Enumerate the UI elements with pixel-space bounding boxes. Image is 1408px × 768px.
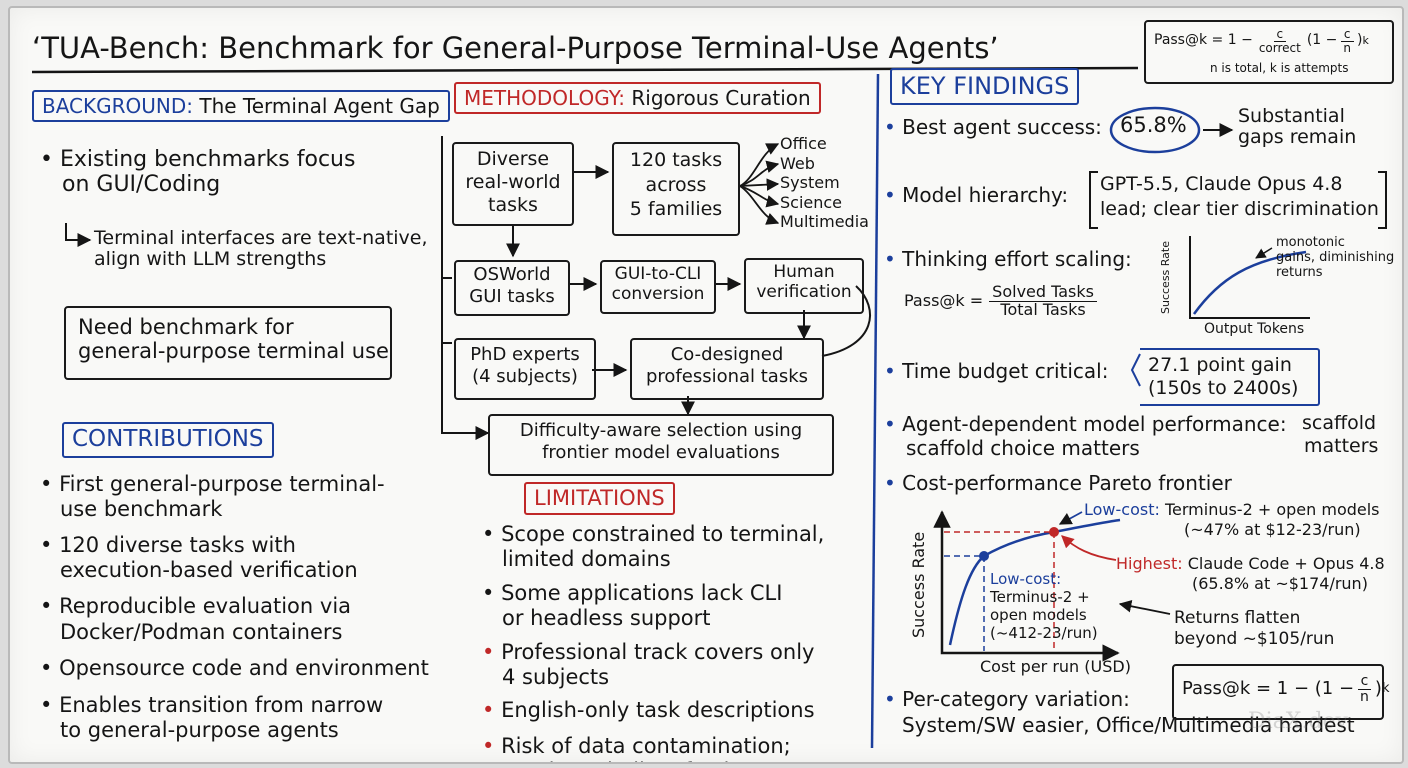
human-verification-box: Human verification	[744, 258, 864, 314]
contributions-header: CONTRIBUTIONS	[62, 422, 274, 458]
watermark: DiaX.dev	[1248, 709, 1348, 734]
findings-header: KEY FINDINGS	[890, 68, 1080, 105]
lowcost-inner-annotation: Low-cost: Terminus-2 + open models (~412…	[990, 570, 1098, 642]
family-list: Office Web System Science Multimedia	[780, 134, 869, 232]
family-multimedia: Multimedia	[780, 212, 869, 232]
pareto-xlabel: Cost per run (USD)	[980, 657, 1131, 676]
background-header: BACKGROUND: The Terminal Agent Gap	[32, 90, 450, 122]
phd-experts-box: PhD experts (4 subjects)	[454, 338, 596, 400]
best-note: Substantial gaps remain	[1238, 105, 1357, 149]
finding-per-category: • Per-category variation: System/SW easi…	[884, 687, 1355, 737]
family-office: Office	[780, 134, 827, 153]
page-title: ‘TUA-Bench: Benchmark for General-Purpos…	[32, 31, 999, 65]
finding-model-hierarchy: • Model hierarchy:	[884, 183, 1069, 207]
pareto-curve	[948, 518, 1121, 646]
mini-chart-xlabel: Output Tokens	[1204, 321, 1305, 337]
findings-divider	[870, 73, 880, 749]
gui2cli-box: GUI-to-CLI conversion	[600, 260, 716, 314]
codesigned-box: Co-designed professional tasks	[630, 338, 824, 400]
background-sub: Terminal interfaces are text-native, ali…	[94, 227, 428, 271]
bullet-item: • First general-purpose terminal-use ben…	[40, 472, 385, 522]
highest-annotation: Highest: Claude Code + Opus 4.8 (65.8% a…	[1116, 554, 1385, 593]
difficulty-selection-box: Difficulty-aware selection using frontie…	[488, 414, 834, 476]
flatten-annotation: Returns flatten beyond ~$105/run	[1174, 608, 1335, 649]
tasks-120-box: 120 tasks across 5 families	[612, 142, 740, 236]
mini-chart-curve	[1192, 250, 1307, 315]
mini-chart	[1189, 236, 1310, 319]
finding-thinking-effort: • Thinking effort scaling:	[884, 247, 1132, 271]
formula-note: n is total, k is attempts	[1210, 61, 1349, 75]
family-web: Web	[780, 153, 815, 173]
diverse-tasks-box: Diverse real-world tasks	[452, 142, 574, 226]
methodology-header: METHODOLOGY: Rigorous Curation	[454, 82, 821, 114]
family-system: System	[780, 173, 840, 193]
finding-agent-dependent: • Agent-dependent model performance: sca…	[884, 412, 1287, 460]
need-benchmark-box: Need benchmark for general-purpose termi…	[64, 306, 392, 380]
pareto-ylabel: Success Rate	[909, 531, 928, 638]
osworld-box: OSWorld GUI tasks	[454, 260, 570, 316]
agent-side-note: scaffold matters	[1302, 412, 1379, 457]
mini-chart-note: monotonic gains, diminishing returns	[1276, 235, 1395, 280]
finding-time-budget: • Time budget critical:	[884, 359, 1109, 383]
bullet-item: • Scope constrained to terminal,limited …	[482, 522, 825, 572]
hierarchy-detail: GPT-5.5, Claude Opus 4.8 lead; clear tie…	[1100, 173, 1379, 220]
highest-point	[1049, 527, 1059, 537]
bullet-item: • Opensource code and environment	[40, 655, 429, 680]
finding-best-agent: • Best agent success:	[884, 115, 1102, 139]
background-sub-arrow	[65, 223, 92, 247]
lowcost-top-annotation: Low-cost: Terminus-2 + open models (~47%…	[1084, 500, 1380, 539]
finding-pareto: • Cost-performance Pareto frontier	[884, 471, 1232, 495]
bullet-item: • Risk of data contamination;needs perio…	[482, 733, 791, 762]
time-gain-box: 27.1 point gain (150s to 2400s)	[1140, 348, 1320, 406]
methodology-bracket	[441, 136, 490, 440]
pareto-chart	[933, 510, 1121, 662]
family-science: Science	[780, 192, 843, 212]
whiteboard: ‘TUA-Bench: Benchmark for General-Purpos…	[8, 6, 1404, 764]
best-value: 65.8%	[1120, 113, 1187, 137]
limitations-header: LIMITATIONS	[524, 482, 675, 516]
best-value-oval	[1109, 106, 1201, 154]
bullet-item: • English-only task descriptions	[482, 698, 815, 723]
lowcost-point	[979, 551, 989, 561]
background-bullet: • Existing benchmarks focus on GUI/Codin…	[40, 147, 356, 197]
mini-chart-ylabel: Success Rate	[1159, 241, 1172, 314]
